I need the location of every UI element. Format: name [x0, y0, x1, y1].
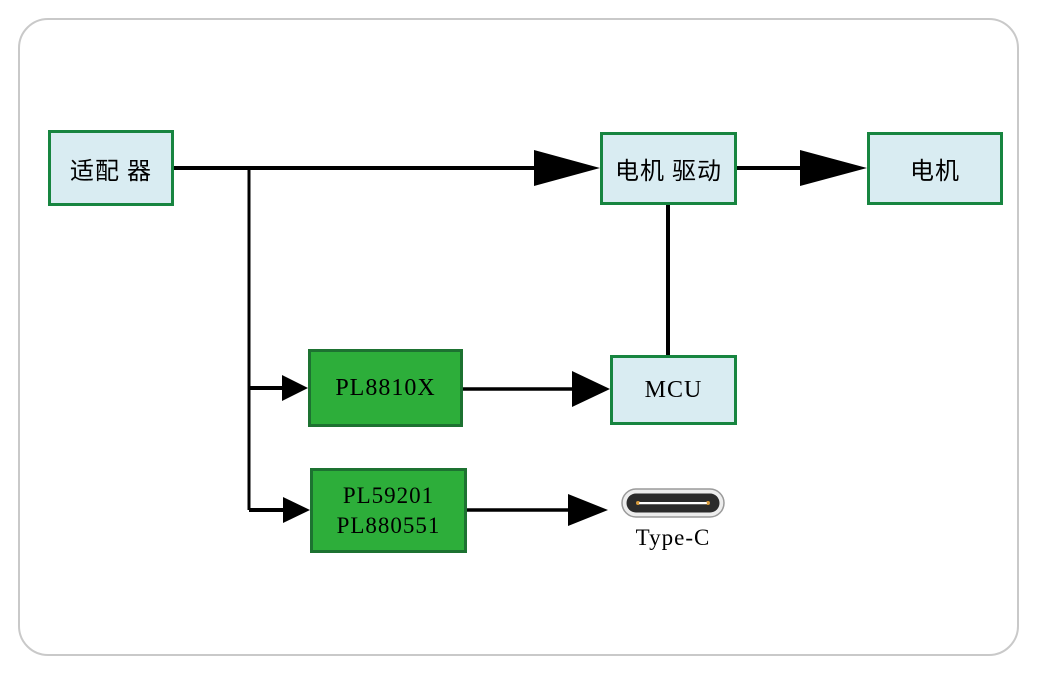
node-pl8810x-label: PL8810X	[335, 374, 436, 401]
arrowhead-to-mcu	[572, 371, 610, 407]
node-motor: 电机	[867, 132, 1003, 205]
node-mcu: MCU	[610, 355, 737, 425]
node-adapter-label: 适配 器	[70, 158, 152, 185]
type-c-label: Type-C	[635, 525, 711, 550]
arrowhead-to-motor-driver	[534, 150, 600, 186]
type-c-pin-tip-left	[636, 501, 640, 505]
node-motor-driver: 电机 驱动	[600, 132, 737, 205]
arrowhead-to-pl8810x	[282, 375, 308, 401]
type-c-pin-tip-right	[706, 501, 710, 505]
node-adapter: 适配 器	[48, 130, 174, 206]
node-motor-label: 电机	[910, 159, 960, 185]
node-mcu-label: MCU	[644, 376, 703, 403]
usb-type-c-icon	[621, 488, 725, 518]
node-motor-driver-label: 电机 驱动	[615, 159, 722, 185]
node-typec-bridge-label-line2: PL880551	[336, 512, 441, 538]
arrowhead-to-motor	[800, 150, 867, 186]
arrowhead-to-typec-bridge	[283, 497, 310, 523]
arrowhead-to-typec	[568, 494, 608, 526]
type-c-pin-line	[639, 502, 707, 505]
node-pl8810x: PL8810X	[308, 349, 463, 427]
node-typec-bridge-label-line1: PL59201	[342, 482, 435, 508]
node-typec-bridge: PL59201 PL880551	[310, 468, 467, 553]
outer-frame	[18, 18, 1019, 656]
